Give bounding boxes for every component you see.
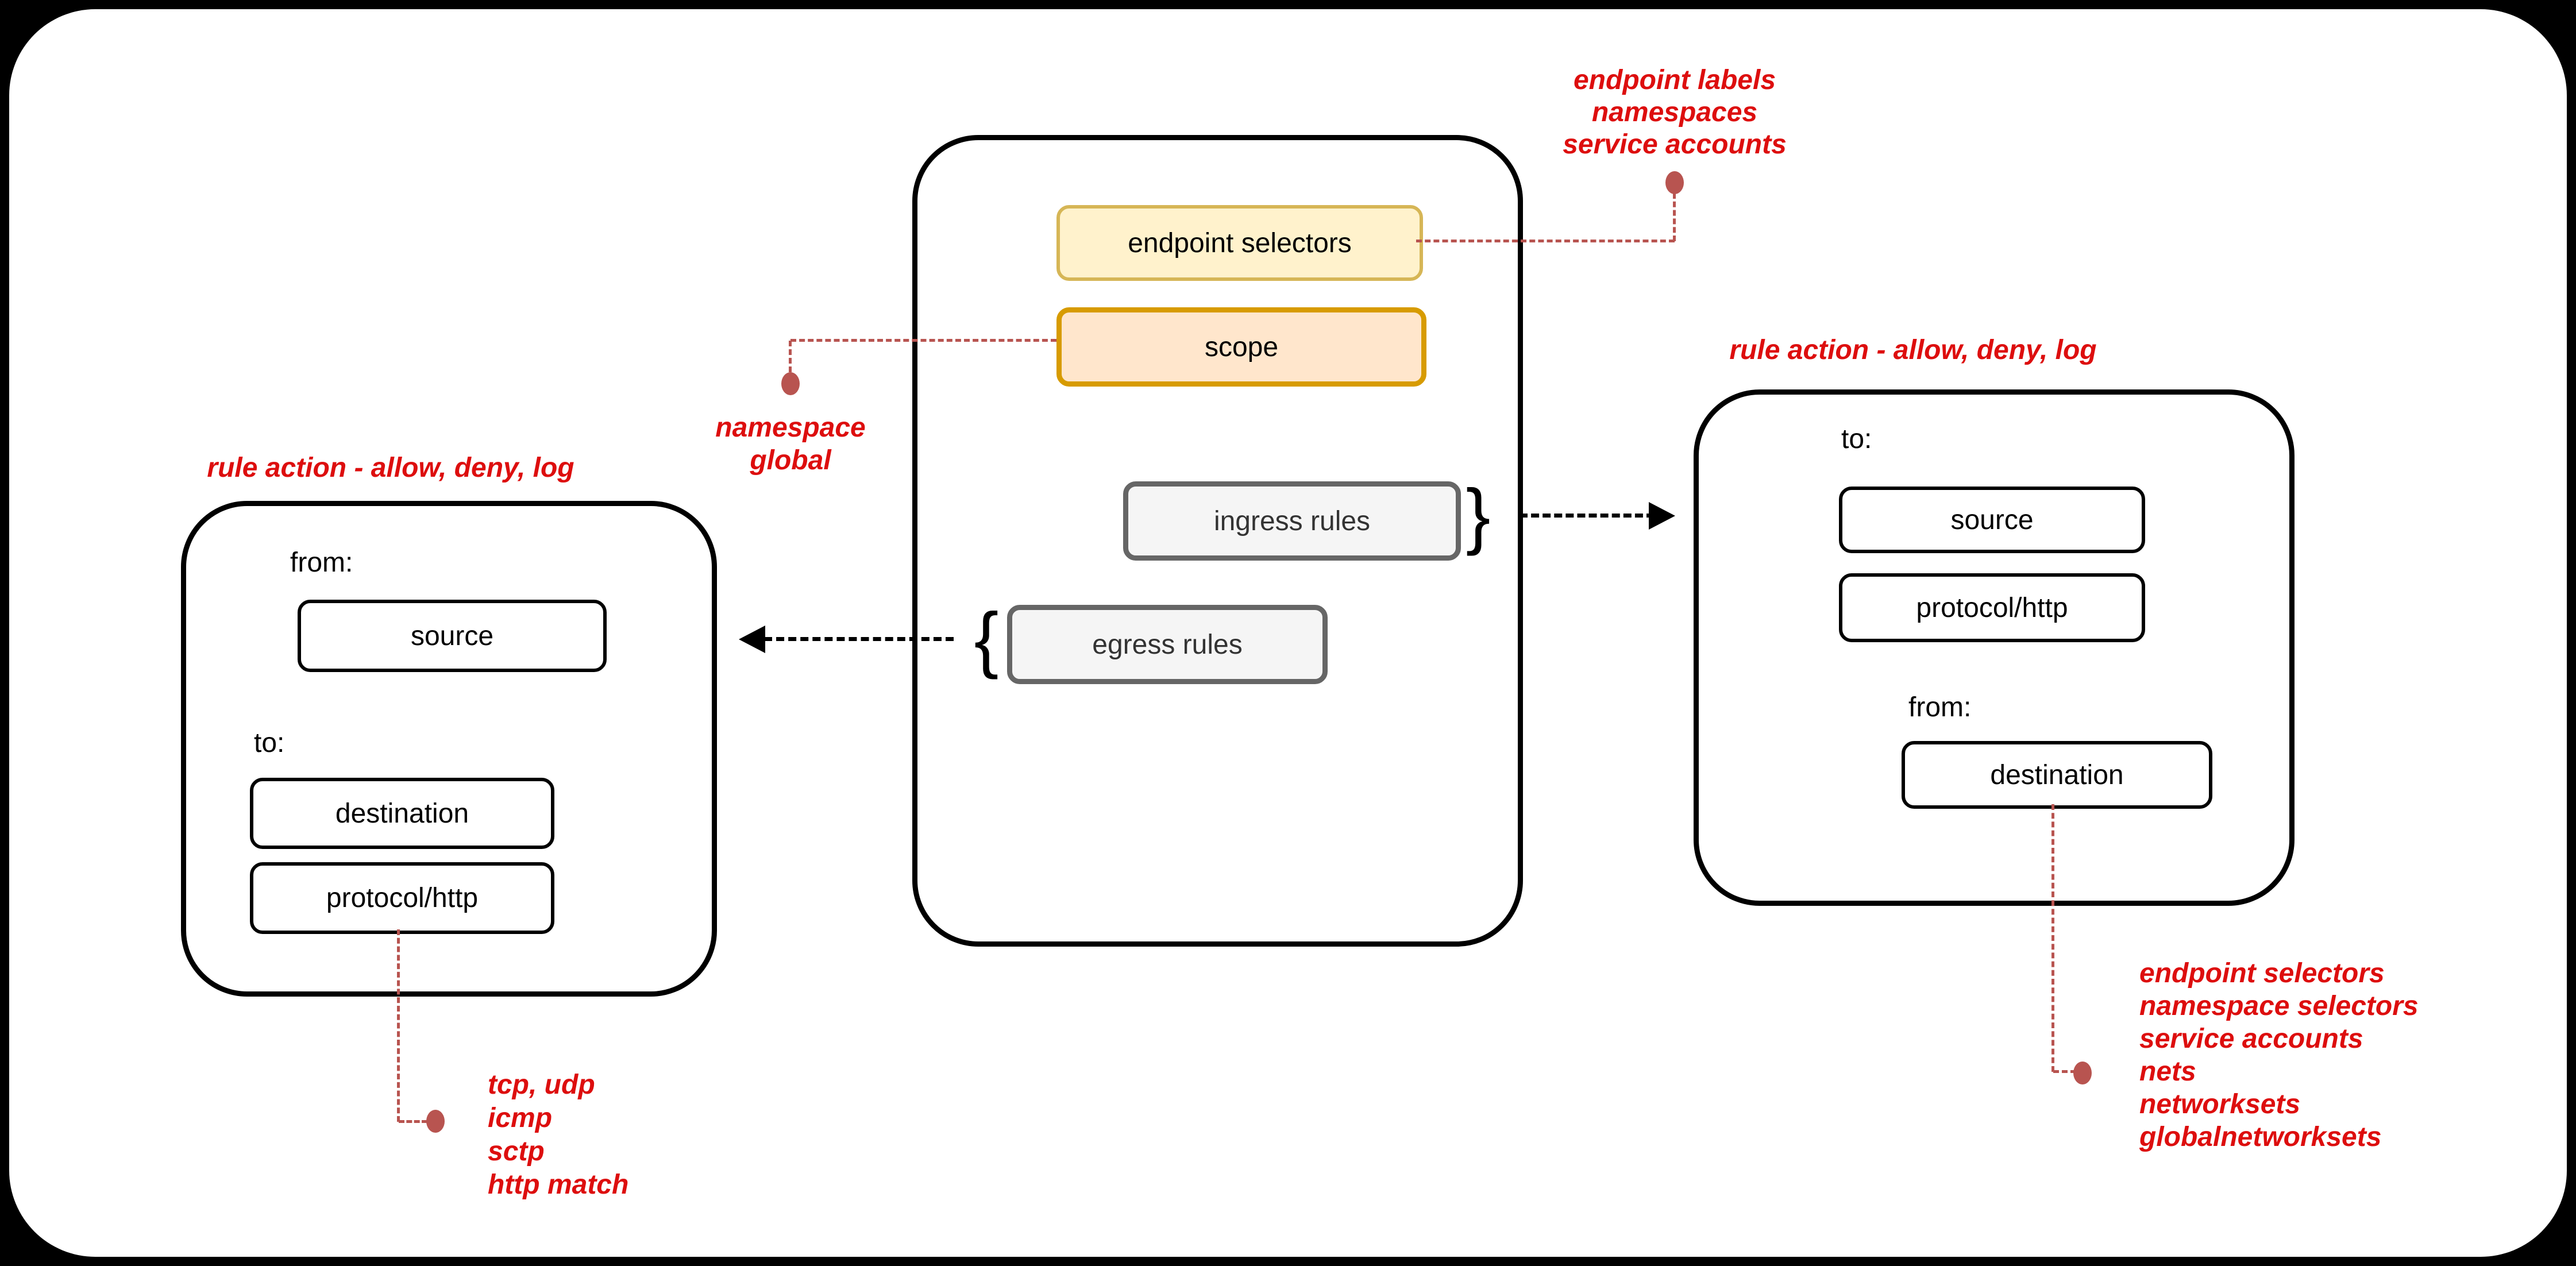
ingress-destination-label: destination [1990,759,2124,790]
ingress-to-label: to: [1841,424,1872,454]
egress-source-chip: source [298,600,607,672]
ingress-rules-chip: ingress rules [1123,481,1461,561]
endpoint-selectors-connector-dot [1665,171,1684,194]
destination-connector-h [2053,1070,2076,1073]
egress-open-brace: { [974,598,999,680]
ingress-destination-chip: destination [1902,741,2212,809]
egress-arrow-line [764,637,954,641]
note-line: sctp [488,1136,545,1167]
egress-protocol-chip: protocol/http [250,862,554,934]
ingress-protocol-chip: protocol/http [1839,573,2145,642]
egress-destination-chip: destination [250,778,554,849]
ingress-rule-box [1694,389,2295,906]
note-line: nets [2139,1056,2196,1087]
destination-connector-v [2051,804,2054,1072]
scope-connector-h [790,339,1056,342]
note-line: namespaces [1591,97,1758,128]
scope-connector-v [789,341,792,372]
scope-label: scope [1204,331,1279,362]
ingress-close-brace: } [1466,474,1491,557]
ingress-arrow-line [1520,514,1655,518]
note-line: networksets [2139,1089,2301,1120]
note-line: tcp, udp [488,1070,595,1100]
note-line: namespace [715,412,866,443]
note-line: rule action - allow, deny, log [1729,335,2097,365]
destination-note: endpoint selectors namespace selectors s… [2139,957,2419,1153]
protocol-connector-v [397,929,400,1122]
scope-note: namespace global [618,411,963,477]
ingress-from-label: from: [1908,692,1972,723]
egress-destination-label: destination [335,798,469,829]
egress-rule-title: rule action - allow, deny, log [172,451,609,484]
egress-protocol-label: protocol/http [326,883,479,913]
endpoint-selectors-connector-h [1416,240,1675,242]
note-line: endpoint labels [1573,65,1776,95]
endpoint-selectors-note: endpoint labels namespaces service accou… [1502,64,1847,161]
note-line: rule action - allow, deny, log [207,453,574,483]
note-line: icmp [488,1103,553,1133]
protocol-connector-dot [426,1110,445,1133]
ingress-protocol-label: protocol/http [1916,592,2068,623]
endpoint-selectors-connector-v [1673,193,1676,241]
egress-source-label: source [410,620,494,651]
protocol-connector-h [399,1120,427,1123]
endpoint-selectors-label: endpoint selectors [1128,227,1352,258]
egress-rules-label: egress rules [1092,629,1243,660]
egress-to-label: to: [254,728,285,758]
note-line: global [750,445,831,476]
protocol-note: tcp, udp icmp sctp http match [488,1068,628,1202]
note-line: endpoint selectors [2139,958,2385,989]
ingress-rules-label: ingress rules [1213,505,1371,536]
destination-connector-dot [2073,1062,2092,1084]
endpoint-selectors-chip: endpoint selectors [1056,205,1423,281]
ingress-source-label: source [1950,504,2034,535]
egress-from-label: from: [290,547,353,578]
scope-connector-dot [781,372,800,395]
note-line: service accounts [2139,1024,2363,1054]
ingress-source-chip: source [1839,487,2145,553]
note-line: http match [488,1169,629,1200]
egress-arrowhead-icon [739,626,765,653]
note-line: globalnetworksets [2139,1122,2382,1152]
note-line: namespace selectors [2139,991,2419,1021]
note-line: service accounts [1563,129,1787,160]
scope-chip: scope [1056,307,1426,387]
egress-rules-chip: egress rules [1007,605,1328,684]
ingress-arrowhead-icon [1649,502,1675,530]
ingress-rule-title: rule action - allow, deny, log [1712,334,2114,366]
